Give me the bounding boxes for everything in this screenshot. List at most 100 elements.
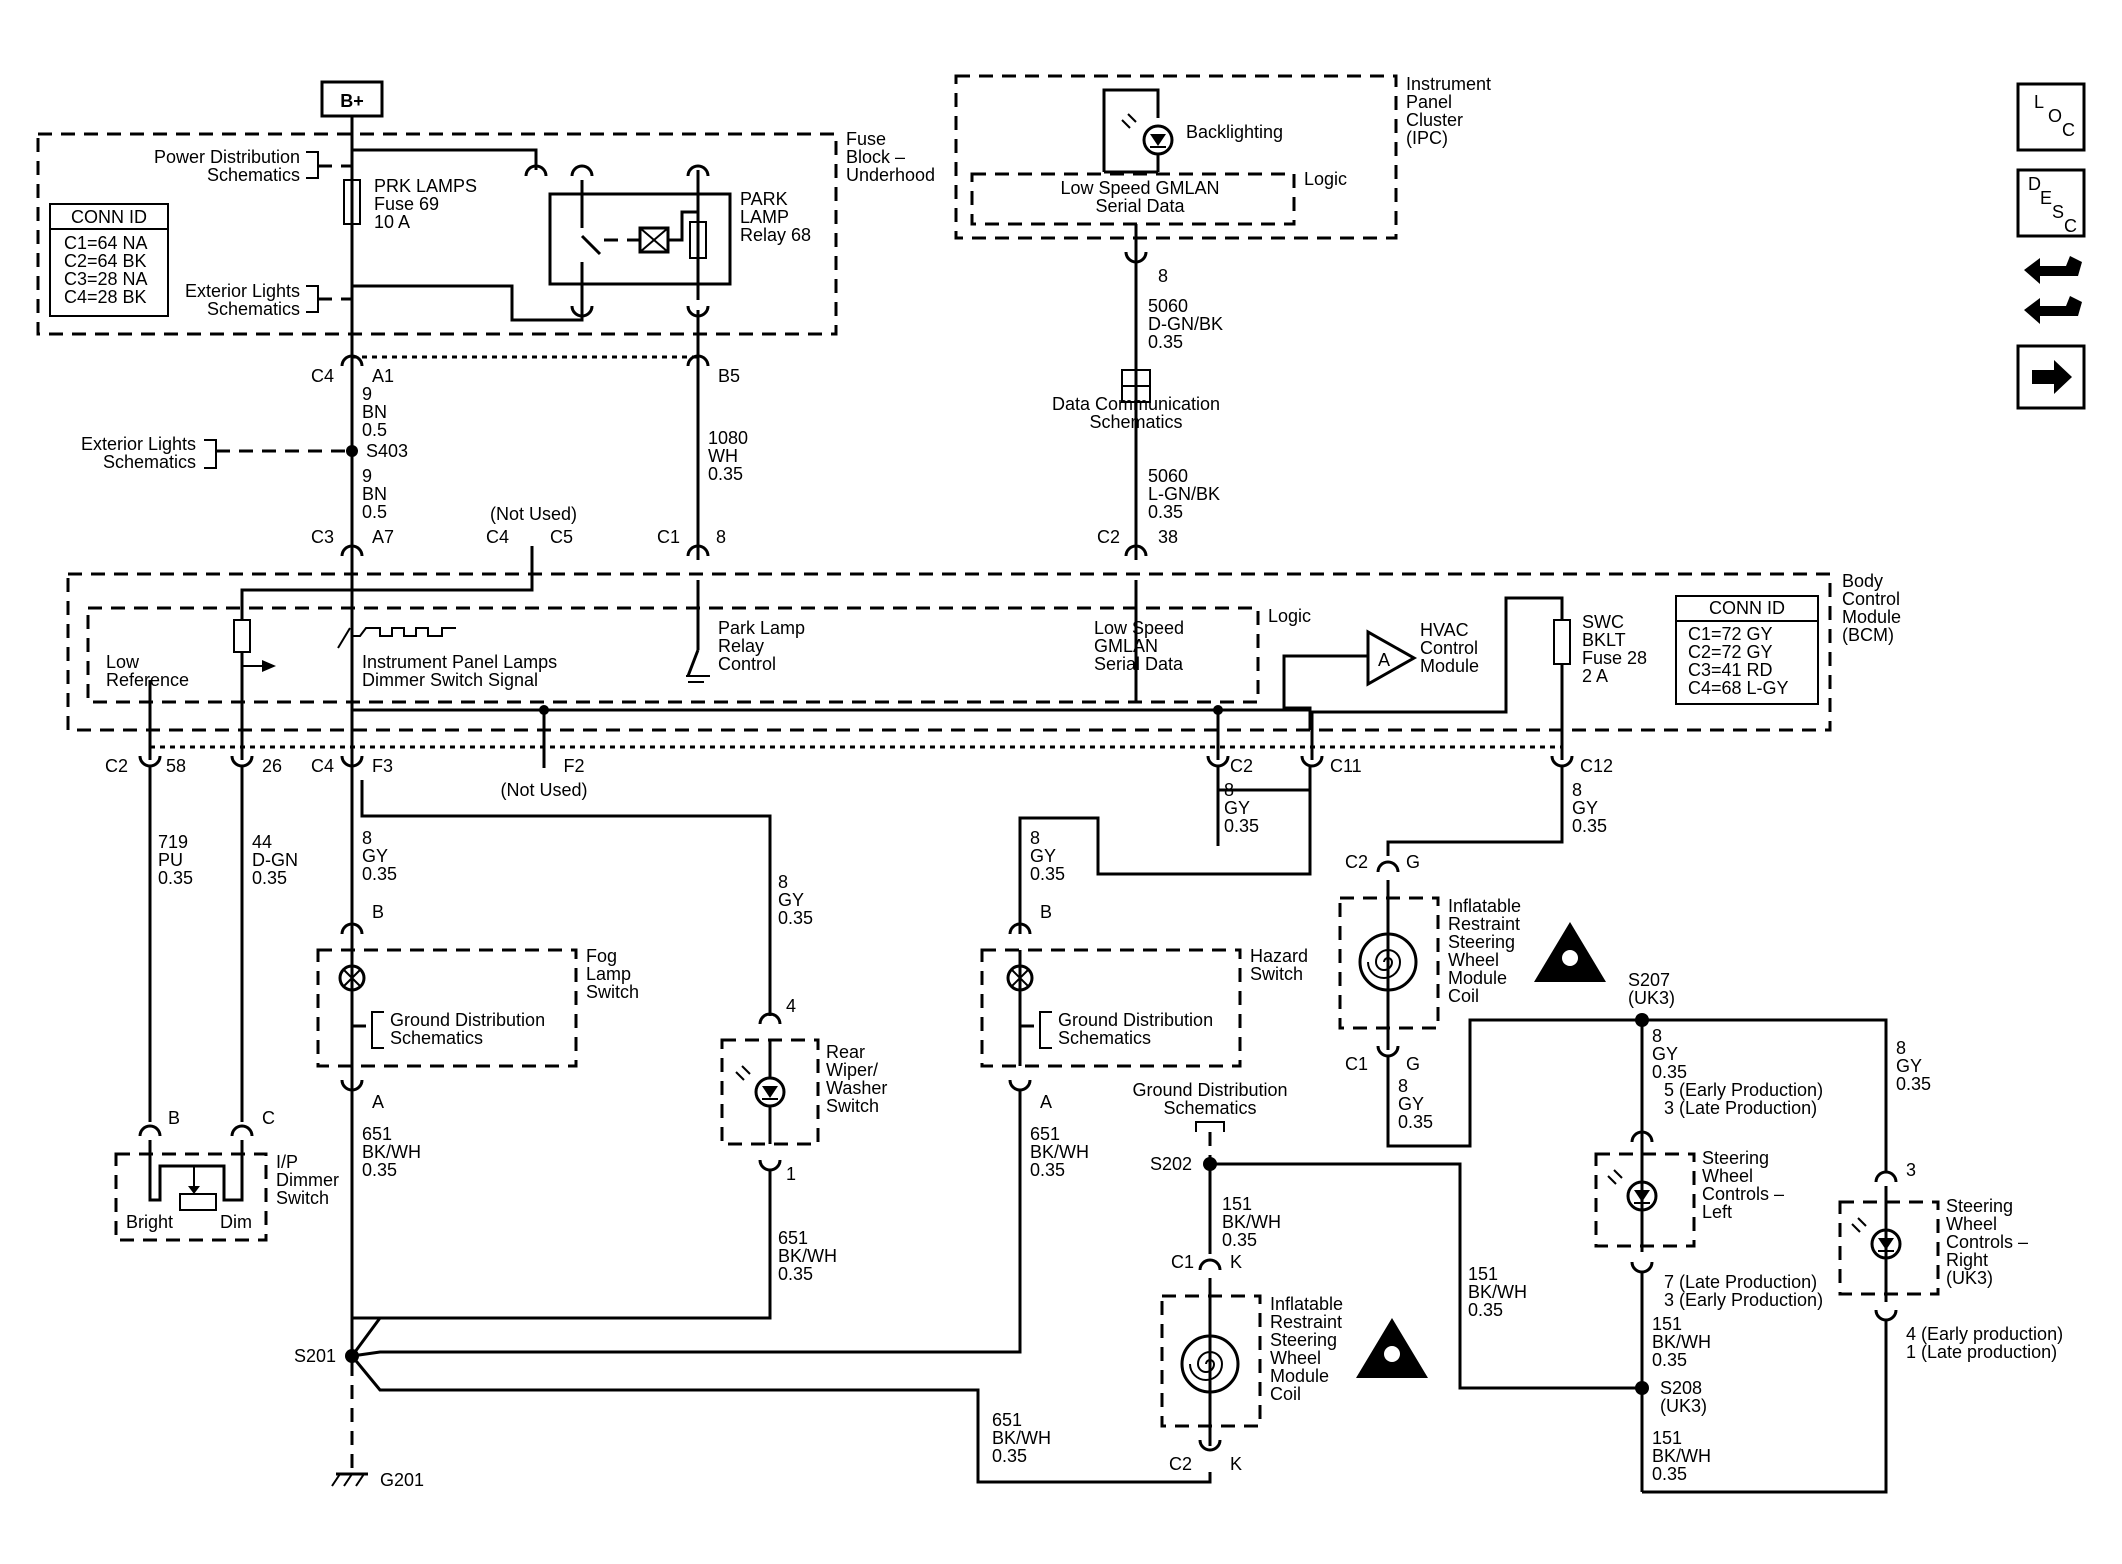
svg-text:Exterior Lights: Exterior Lights — [185, 281, 300, 301]
svg-text:C3=41 RD: C3=41 RD — [1688, 660, 1773, 680]
next-arrow-button[interactable] — [2016, 344, 2086, 410]
svg-text:Lamp: Lamp — [586, 964, 631, 984]
svg-text:C3: C3 — [311, 527, 334, 547]
svg-text:BN: BN — [362, 402, 387, 422]
steering-wheel-controls-right: Steering Wheel Controls – Right (UK3) — [1838, 1186, 2028, 1302]
svg-text:A7: A7 — [372, 527, 394, 547]
svg-text:Switch: Switch — [586, 982, 639, 1002]
svg-text:Fuse: Fuse — [846, 129, 886, 149]
svg-text:Ground Distribution: Ground Distribution — [1058, 1010, 1213, 1030]
svg-text:3 (Early Production): 3 (Early Production) — [1664, 1290, 1823, 1310]
svg-text:1: 1 — [786, 1164, 796, 1184]
svg-text:Switch: Switch — [276, 1188, 329, 1208]
svg-text:651: 651 — [992, 1410, 1022, 1430]
svg-text:LAMP: LAMP — [740, 207, 789, 227]
svg-text:0.35: 0.35 — [1896, 1074, 1931, 1094]
svg-text:151: 151 — [1468, 1264, 1498, 1284]
svg-text:Module: Module — [1420, 656, 1479, 676]
svg-text:Module: Module — [1270, 1366, 1329, 1386]
svg-text:GY: GY — [1572, 798, 1598, 818]
svg-text:Controls –: Controls – — [1946, 1232, 2028, 1252]
svg-text:Instrument Panel Lamps: Instrument Panel Lamps — [362, 652, 557, 672]
svg-text:C: C — [2062, 120, 2075, 140]
svg-text:C2: C2 — [1345, 852, 1368, 872]
svg-text:0.35: 0.35 — [362, 864, 397, 884]
svg-text:PRK LAMPS: PRK LAMPS — [374, 176, 477, 196]
svg-text:Inflatable: Inflatable — [1270, 1294, 1343, 1314]
svg-text:L-GN/BK: L-GN/BK — [1148, 484, 1220, 504]
svg-text:F3: F3 — [372, 756, 393, 776]
svg-text:(Not Used): (Not Used) — [500, 780, 587, 800]
park-lamp-relay: PARK LAMP Relay 68 — [548, 170, 811, 300]
svg-text:Wheel: Wheel — [1702, 1166, 1753, 1186]
svg-text:D: D — [2028, 174, 2041, 194]
connector-swap-icon[interactable] — [2024, 256, 2082, 324]
svg-text:Module: Module — [1842, 607, 1901, 627]
svg-text:S202: S202 — [1150, 1154, 1192, 1174]
svg-text:S: S — [2052, 202, 2064, 222]
svg-text:BK/WH: BK/WH — [1030, 1142, 1089, 1162]
svg-text:E: E — [2040, 188, 2052, 208]
svg-text:Hazard: Hazard — [1250, 946, 1308, 966]
power-distribution-reference[interactable]: Power Distribution Schematics — [154, 147, 352, 185]
svg-text:38: 38 — [1158, 527, 1178, 547]
svg-text:10 A: 10 A — [374, 212, 410, 232]
svg-text:C2=72 GY: C2=72 GY — [1688, 642, 1773, 662]
svg-text:Schematics: Schematics — [1163, 1098, 1256, 1118]
svg-text:0.35: 0.35 — [778, 908, 813, 928]
svg-text:Fuse 28: Fuse 28 — [1582, 648, 1647, 668]
svg-text:C1=64 NA: C1=64 NA — [64, 233, 148, 253]
svg-text:C1=72 GY: C1=72 GY — [1688, 624, 1773, 644]
svg-text:0.35: 0.35 — [1224, 816, 1259, 836]
svg-text:C2: C2 — [1230, 756, 1253, 776]
svg-text:(UK3): (UK3) — [1628, 988, 1675, 1008]
svg-text:Dimmer: Dimmer — [276, 1170, 339, 1190]
svg-text:1 (Late production): 1 (Late production) — [1906, 1342, 2057, 1362]
svg-text:C4: C4 — [311, 756, 334, 776]
svg-text:PU: PU — [158, 850, 183, 870]
svg-text:Switch: Switch — [1250, 964, 1303, 984]
svg-text:Low: Low — [106, 652, 140, 672]
data-communication-reference[interactable]: Data Communication Schematics — [1052, 369, 1220, 432]
svg-text:C1: C1 — [1171, 1252, 1194, 1272]
svg-text:Steering: Steering — [1270, 1330, 1337, 1350]
svg-text:GY: GY — [362, 846, 388, 866]
svg-text:5060: 5060 — [1148, 296, 1188, 316]
svg-text:0.35: 0.35 — [1652, 1062, 1687, 1082]
svg-text:GY: GY — [1896, 1056, 1922, 1076]
exterior-lights-reference[interactable]: Exterior Lights Schematics — [185, 281, 352, 319]
svg-text:Wheel: Wheel — [1448, 950, 1499, 970]
svg-text:Exterior Lights: Exterior Lights — [81, 434, 196, 454]
svg-text:26: 26 — [262, 756, 282, 776]
location-button[interactable]: L O C — [2016, 82, 2086, 152]
description-button[interactable]: D E S C — [2016, 168, 2086, 238]
svg-text:I/P: I/P — [276, 1152, 298, 1172]
svg-text:D-GN/BK: D-GN/BK — [1148, 314, 1223, 334]
svg-text:58: 58 — [166, 756, 186, 776]
svg-text:151: 151 — [1222, 1194, 1252, 1214]
svg-text:Control: Control — [1420, 638, 1478, 658]
svg-text:Relay: Relay — [718, 636, 764, 656]
ground-distribution-reference-2[interactable]: Ground Distribution Schematics — [1132, 1080, 1288, 1158]
svg-text:GY: GY — [1398, 1094, 1424, 1114]
svg-text:719: 719 — [158, 832, 188, 852]
svg-text:C1: C1 — [657, 527, 680, 547]
svg-text:Schematics: Schematics — [207, 165, 300, 185]
prk-lamps-fuse: PRK LAMPS Fuse 69 10 A — [343, 176, 477, 232]
svg-text:0.35: 0.35 — [1030, 864, 1065, 884]
svg-text:BKLT: BKLT — [1582, 630, 1626, 650]
exterior-lights-reference-2[interactable]: Exterior Lights Schematics — [81, 434, 352, 472]
svg-text:C12: C12 — [1580, 756, 1613, 776]
svg-text:9: 9 — [362, 466, 372, 486]
svg-text:CONN ID: CONN ID — [71, 207, 147, 227]
steering-wheel-coil-upper: Inflatable Restraint Steering Wheel Modu… — [1338, 880, 1521, 1050]
svg-text:Schematics: Schematics — [1058, 1028, 1151, 1048]
svg-text:C4: C4 — [311, 366, 334, 386]
svg-text:0.35: 0.35 — [1652, 1350, 1687, 1370]
svg-text:Logic: Logic — [1268, 606, 1311, 626]
svg-text:S207: S207 — [1628, 970, 1670, 990]
svg-text:Fog: Fog — [586, 946, 617, 966]
svg-text:8: 8 — [1398, 1076, 1408, 1096]
svg-text:Relay 68: Relay 68 — [740, 225, 811, 245]
svg-text:Underhood: Underhood — [846, 165, 935, 185]
